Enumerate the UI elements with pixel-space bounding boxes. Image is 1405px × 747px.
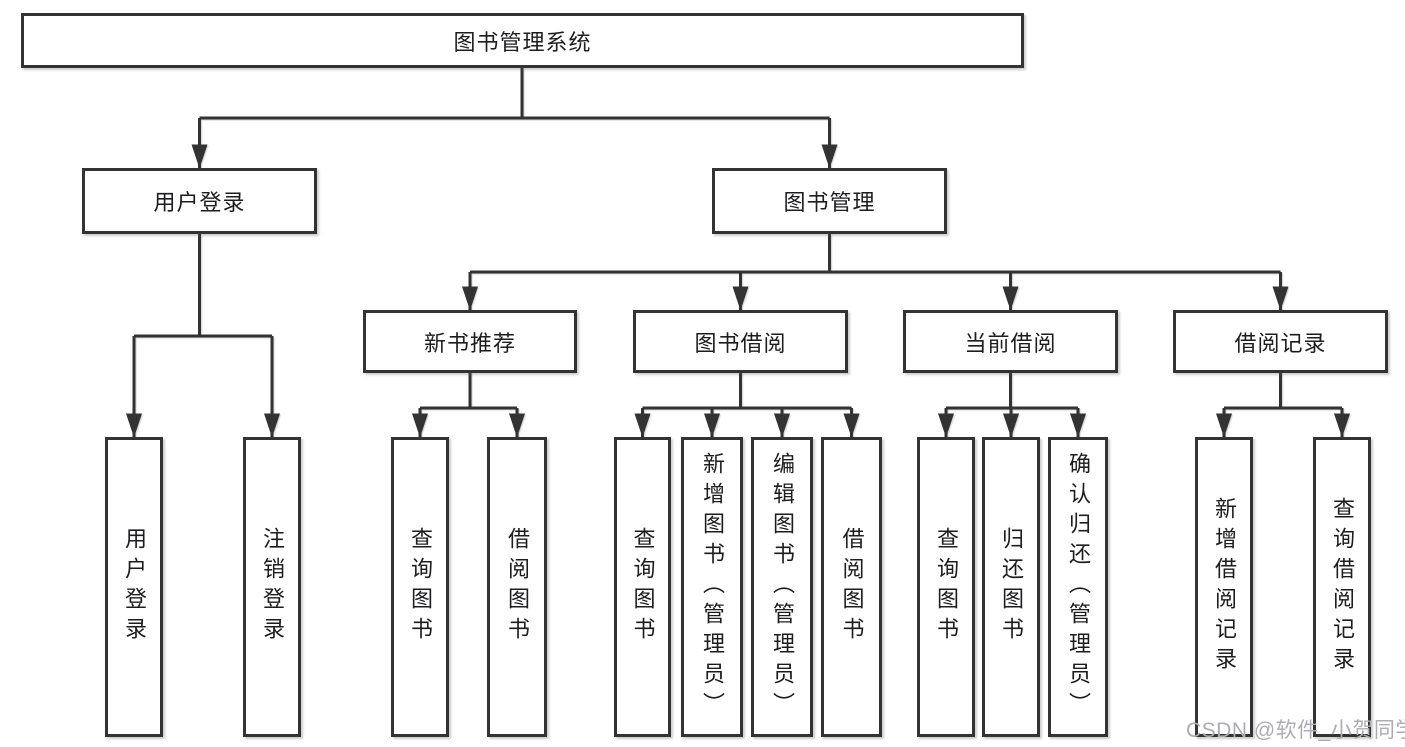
node-user-login: 用户登录 [82, 168, 317, 234]
node-borrow-records: 借阅记录 [1173, 310, 1388, 373]
node-label: 新书推荐 [423, 330, 516, 356]
node-label: 借阅记录 [1234, 330, 1327, 356]
node-label: 确认归还（管理员） [1066, 452, 1091, 722]
node-label: 查询借阅记录 [1330, 497, 1355, 677]
node-br-query-record: 查询借阅记录 [1313, 437, 1371, 737]
node-label: 注销登录 [260, 527, 285, 647]
node-bb-edit-books-admin: 编辑图书（管理员） [751, 437, 813, 737]
node-label: 查询图书 [934, 527, 959, 647]
node-new-book-recommend: 新书推荐 [363, 310, 577, 373]
node-label: 编辑图书（管理员） [770, 452, 795, 722]
node-label: 图书借阅 [694, 330, 787, 356]
node-br-add-record: 新增借阅记录 [1195, 437, 1253, 737]
node-book-management: 图书管理 [712, 168, 947, 234]
connector-borrow-records-branch [1216, 373, 1350, 438]
node-nbr-borrow-books: 借阅图书 [487, 437, 547, 737]
connector-root-to-level2 [191, 68, 838, 169]
node-label: 图书管理 [783, 190, 876, 215]
node-label: 借阅图书 [839, 527, 865, 647]
connector-user-login-branch [126, 234, 280, 438]
node-label: 用户登录 [122, 527, 147, 647]
node-label: 用户登录 [153, 190, 246, 215]
node-label: 新增图书（管理员） [700, 452, 725, 722]
node-nbr-query-books: 查询图书 [391, 437, 449, 737]
connector-new-book-rec-branch [412, 373, 525, 438]
node-bb-add-books-admin: 新增图书（管理员） [681, 437, 743, 737]
node-cb-return-books: 归还图书 [982, 437, 1040, 737]
node-label: 新增借阅记录 [1212, 497, 1237, 677]
connector-book-mgmt-branch [462, 234, 1289, 311]
node-bb-query-books: 查询图书 [614, 437, 671, 737]
node-label: 查询图书 [408, 527, 433, 647]
node-user-login-leaf: 用户登录 [105, 437, 163, 737]
node-label: 借阅图书 [505, 527, 530, 647]
node-bb-borrow-books: 借阅图书 [821, 437, 882, 737]
node-cb-query-books: 查询图书 [917, 437, 975, 737]
node-root: 图书管理系统 [21, 13, 1024, 68]
csdn-watermark: CSDN @软件_小贺同学 [1186, 719, 1405, 742]
node-label: 当前借阅 [964, 330, 1057, 356]
connector-book-borrow-branch [634, 373, 860, 438]
node-cb-confirm-return-admin: 确认归还（管理员） [1048, 437, 1108, 737]
node-current-borrow: 当前借阅 [903, 310, 1118, 373]
node-logout-leaf: 注销登录 [243, 437, 301, 737]
node-label: 图书管理系统 [453, 29, 592, 55]
node-book-borrow: 图书借阅 [633, 310, 848, 373]
node-label: 查询图书 [630, 527, 656, 647]
node-label: 归还图书 [999, 527, 1024, 647]
connector-current-borrow-branch [938, 373, 1086, 438]
